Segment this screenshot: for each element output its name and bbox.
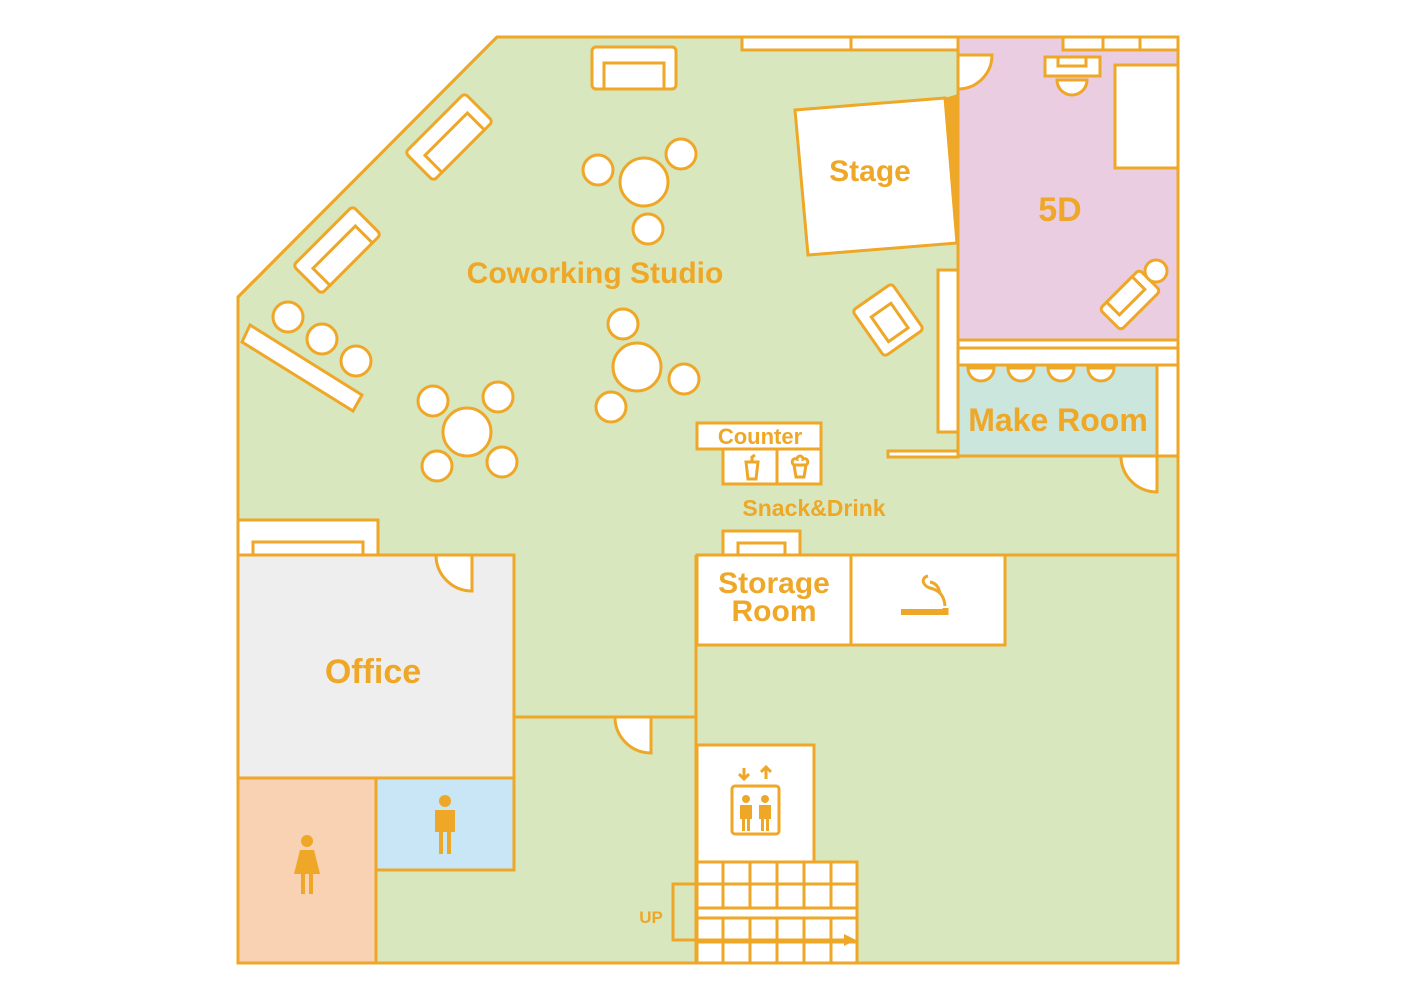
label-5d: 5D <box>1038 191 1081 229</box>
bench <box>240 322 365 414</box>
elevator-icon <box>730 764 781 836</box>
counter[interactable] <box>695 421 823 451</box>
sofa <box>293 206 381 294</box>
storage-room[interactable] <box>695 553 853 647</box>
label-counter: Counter <box>718 424 803 449</box>
smoking-icon <box>901 574 949 615</box>
label-up: UP <box>639 908 663 927</box>
popcorn-icon <box>790 454 810 479</box>
man-icon <box>435 795 455 854</box>
stage[interactable] <box>793 96 959 257</box>
elevator[interactable] <box>695 743 816 864</box>
table-set <box>416 380 519 483</box>
label-snack-drink: Snack&Drink <box>742 495 885 521</box>
drink-icon <box>744 453 760 481</box>
stools <box>966 366 1116 383</box>
up-arrow-icon <box>671 882 852 942</box>
stools <box>271 300 373 378</box>
stairs[interactable] <box>671 860 859 965</box>
label-stage: Stage <box>829 155 911 188</box>
table-set <box>581 137 698 246</box>
label-office: Office <box>325 653 421 691</box>
label-storage: Storage <box>718 567 830 600</box>
sofa <box>590 45 678 91</box>
womens-restroom[interactable] <box>236 776 378 965</box>
label-room: Room <box>732 595 817 628</box>
door <box>434 553 474 593</box>
armchair <box>1099 269 1161 331</box>
table-set <box>594 307 701 424</box>
label-make-room: Make Room <box>968 402 1148 438</box>
armchair <box>852 283 924 357</box>
label-coworking-studio: Coworking Studio <box>467 257 724 290</box>
door <box>613 715 653 755</box>
sofa <box>405 93 493 181</box>
door <box>1119 454 1159 494</box>
woman-icon <box>294 835 320 894</box>
smoking-room[interactable] <box>849 553 1007 647</box>
door <box>956 53 994 91</box>
